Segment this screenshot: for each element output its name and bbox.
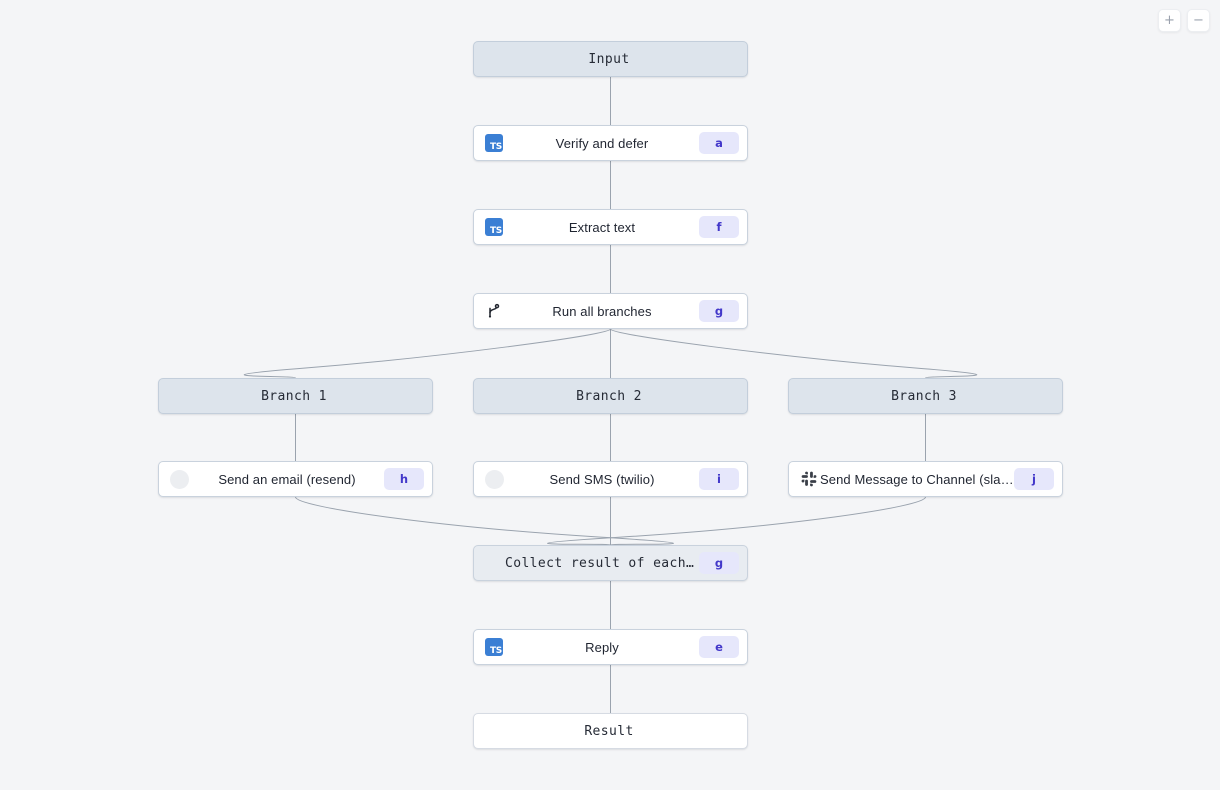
flow-node-result[interactable]: Result <box>473 713 748 749</box>
flow-node-badge[interactable]: i <box>699 468 739 490</box>
flow-node-label: Branch 3 <box>891 388 957 404</box>
flow-node-label: Extract text <box>568 219 636 235</box>
zoom-in-button[interactable]: + <box>1158 9 1181 32</box>
flow-node-label: Verify and defer <box>555 135 649 151</box>
flow-node-label: Run all branches <box>552 303 652 319</box>
flow-node-badge[interactable]: g <box>699 300 739 322</box>
flow-node-label: Send SMS (twilio) <box>549 471 655 487</box>
branch-icon <box>483 300 505 322</box>
typescript-icon: TS <box>483 216 505 238</box>
flow-node-badge[interactable]: a <box>699 132 739 154</box>
flow-node-collect-result[interactable]: Collect result of each branchg <box>473 545 748 581</box>
flow-node-badge[interactable]: g <box>699 552 739 574</box>
minus-icon: − <box>1193 13 1204 28</box>
flow-node-reply[interactable]: TS Reply e <box>473 629 748 665</box>
flow-node-extract-text[interactable]: TS Extract text f <box>473 209 748 245</box>
flow-node-label: Collect result of each branch <box>505 555 699 571</box>
flow-node-label: Branch 1 <box>261 388 327 404</box>
flow-node-branch-1[interactable]: Branch 1 <box>158 378 433 414</box>
flow-node-label: Send Message to Channel (slack) <box>820 471 1014 487</box>
flow-node-badge[interactable]: j <box>1014 468 1054 490</box>
flow-node-branch-3[interactable]: Branch 3 <box>788 378 1063 414</box>
typescript-icon: TS <box>483 636 505 658</box>
flow-node-send-message-to-channel[interactable]: Send Message to Channel (slack)j <box>788 461 1063 497</box>
flow-node-run-all-branches[interactable]: Run all branches g <box>473 293 748 329</box>
plus-icon: + <box>1164 13 1175 28</box>
slack-icon <box>798 468 820 490</box>
flow-node-badge[interactable]: e <box>699 636 739 658</box>
edge-run-all-branches-to-branch-3 <box>610 328 978 379</box>
typescript-icon: TS <box>483 132 505 154</box>
zoom-out-button[interactable]: − <box>1187 9 1210 32</box>
flow-node-label: Reply <box>585 639 619 655</box>
flow-node-badge[interactable]: h <box>384 468 424 490</box>
edge-send-message-to-channel-to-collect-result <box>547 496 926 546</box>
flow-node-branch-2[interactable]: Branch 2 <box>473 378 748 414</box>
circle-placeholder-icon <box>483 468 505 490</box>
flow-node-label: Input <box>588 51 630 67</box>
circle-placeholder-icon <box>168 468 190 490</box>
edge-send-an-email-to-collect-result <box>295 496 674 546</box>
flow-node-label: Send an email (resend) <box>218 471 356 487</box>
flow-node-input[interactable]: Input <box>473 41 748 77</box>
flow-node-send-sms[interactable]: Send SMS (twilio) i <box>473 461 748 497</box>
flow-node-badge[interactable]: f <box>699 216 739 238</box>
flow-node-label: Branch 2 <box>576 388 642 404</box>
flow-node-verify-and-defer[interactable]: TS Verify and defer a <box>473 125 748 161</box>
flow-node-send-an-email[interactable]: Send an email (resend) h <box>158 461 433 497</box>
edge-run-all-branches-to-branch-1 <box>243 328 611 379</box>
zoom-controls: + − <box>1158 9 1210 32</box>
flow-node-label: Result <box>584 723 634 739</box>
